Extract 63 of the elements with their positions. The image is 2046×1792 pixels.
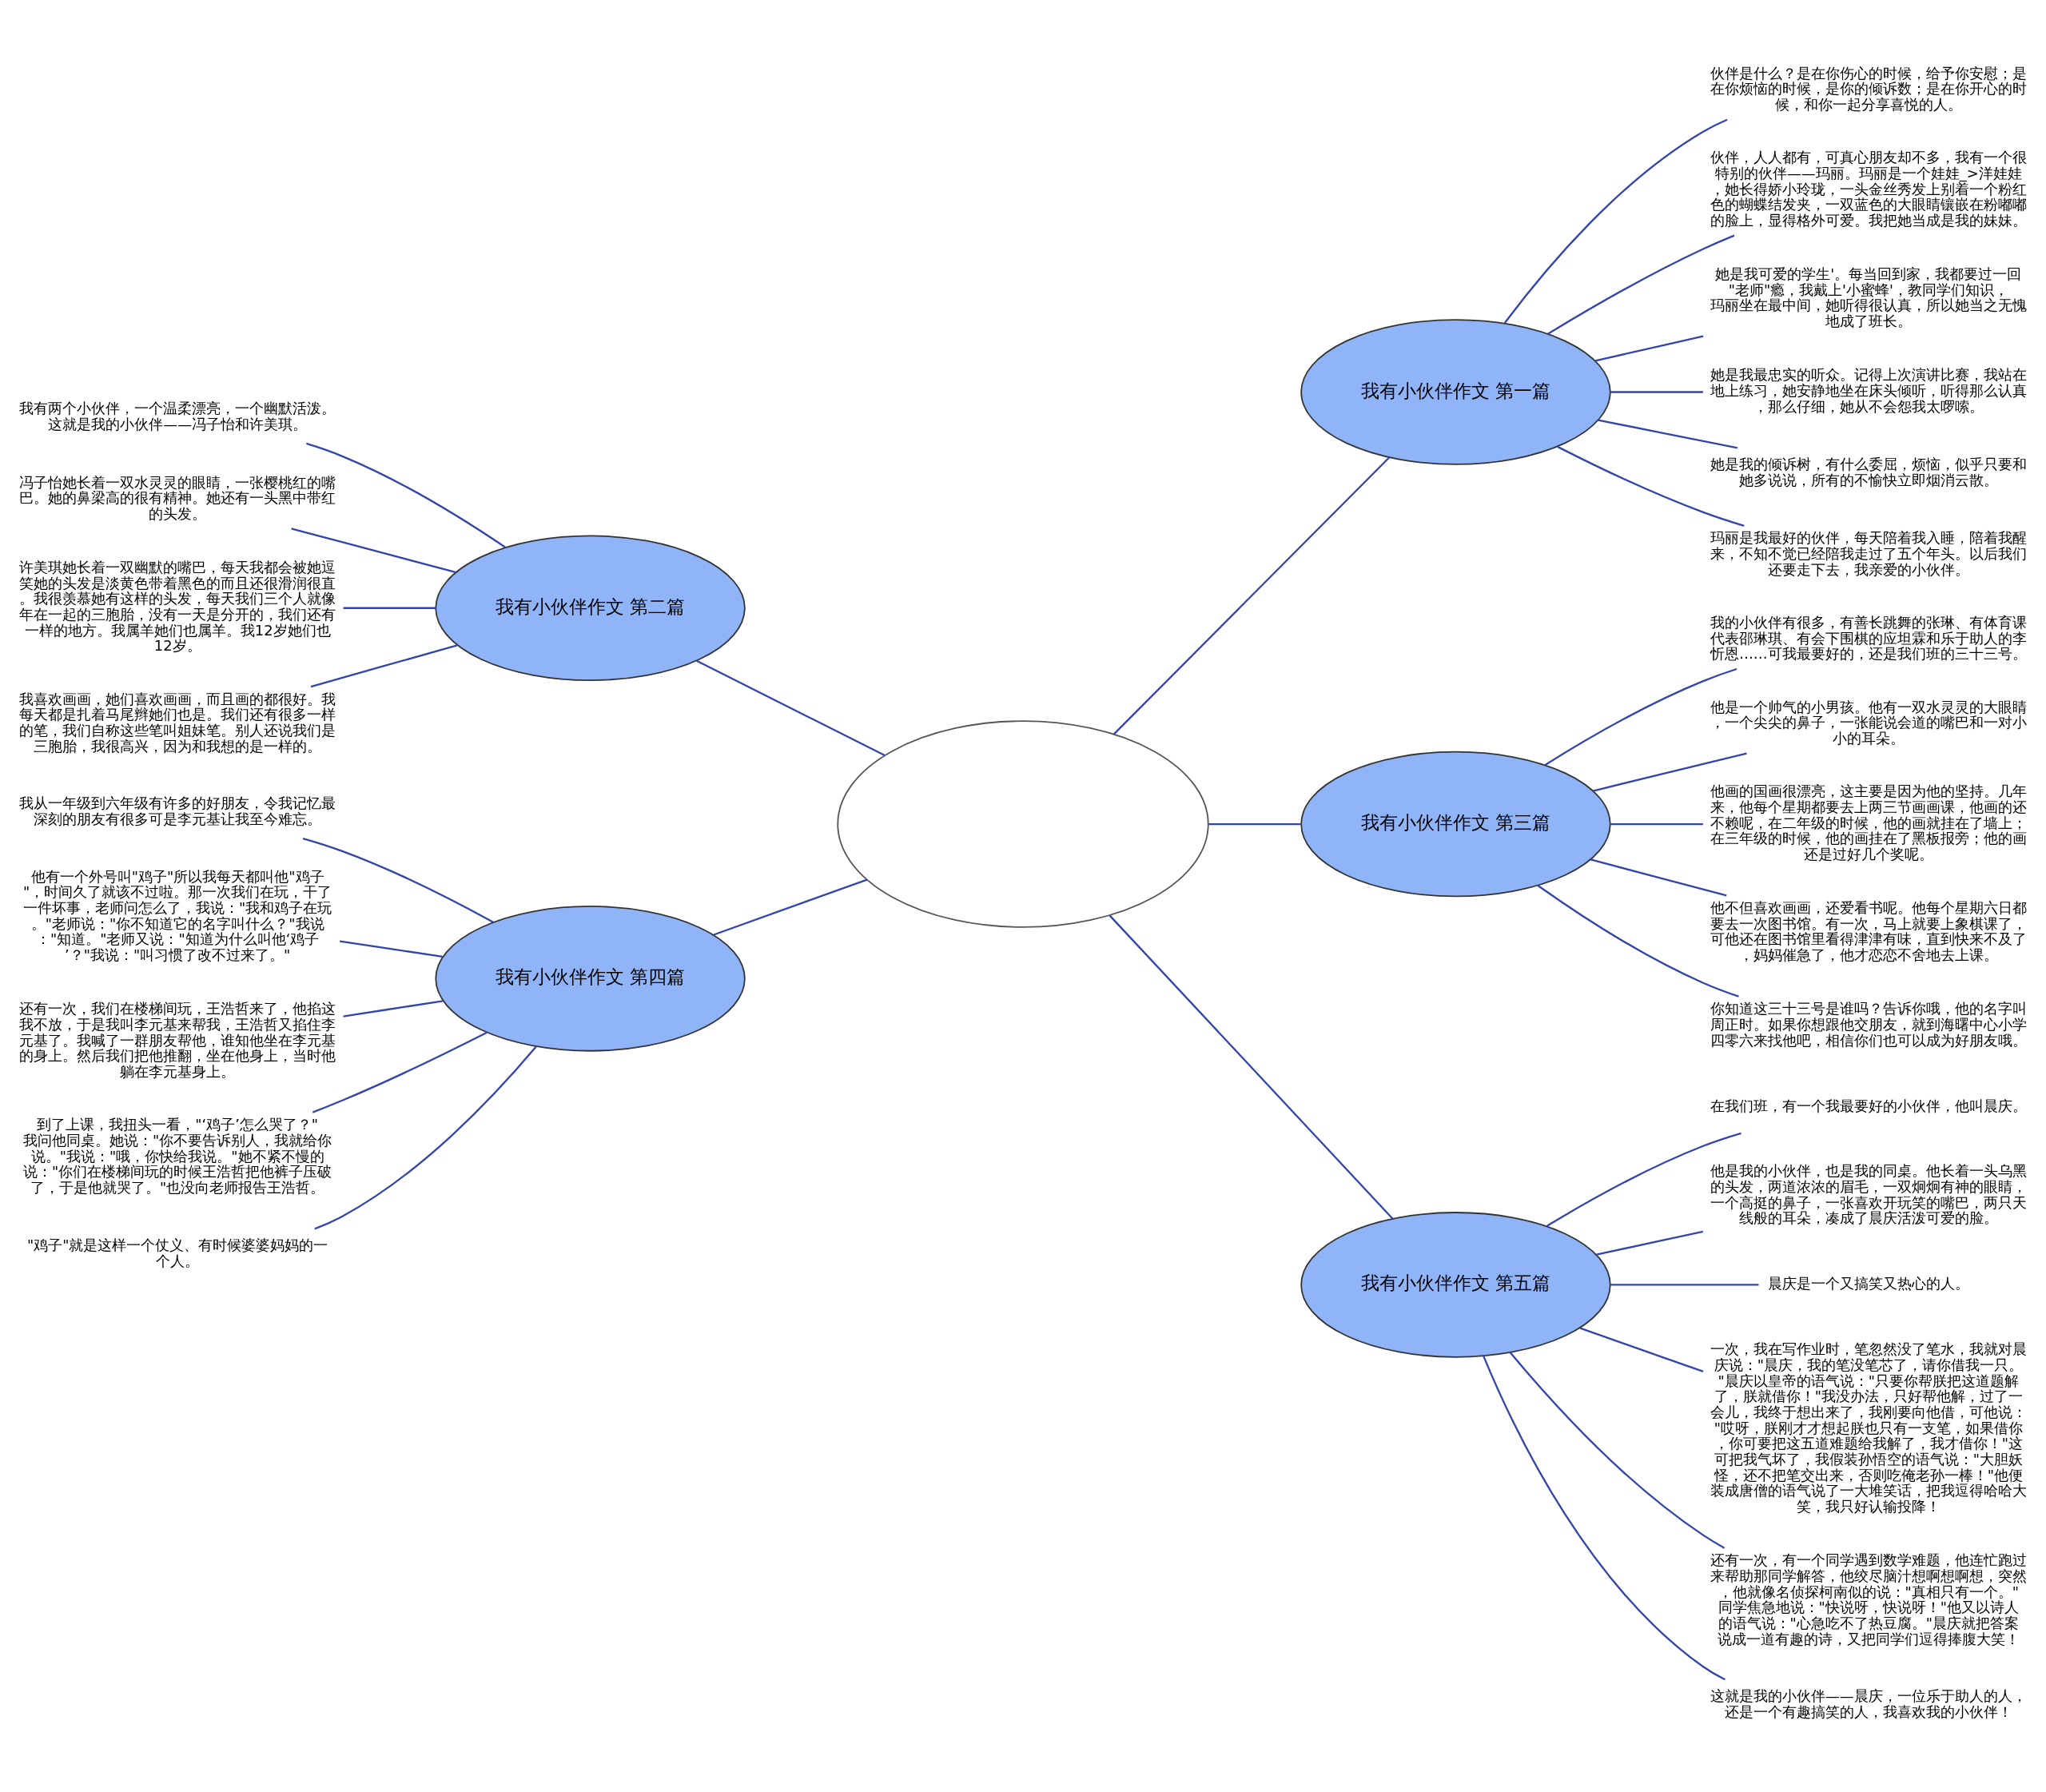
connector: [1509, 1352, 1726, 1549]
connector: [343, 607, 436, 609]
connector: [713, 878, 868, 936]
node-text: 还有一次，我们在楼梯间玩，王浩哲来了，他掐这我不放，于是我叫李元基来帮我，王浩哲又掐住李元基了。我喊了一群朋友帮他，谁知他坐在李元基的身上。然后我们把他推翻，坐在他身上，当时他躺在李元基身上。: [19, 1000, 336, 1080]
connector: [1593, 752, 1747, 792]
node-ellipse: 我有小伙伴作文 第三篇: [1300, 751, 1611, 898]
node-text: 他不但喜欢画画，还爱看书呢。他每个星期六日都要去一次图书馆。有一次，马上就要上象棋课了，可他还在图书馆里看得津津有味，直到快来不及了，妈妈催急了，他才恋恋不舍地去上课。: [1710, 899, 2027, 964]
node-text: 许美琪她长着一双幽默的嘴巴，每天我都会被她逗笑她的头发是淡黄色带着黑色的而且还很滑润很直。我很羡慕她有这样的头发，每天我们三个人就像年在一起的三胞胎，没有一天是分开的，我们还有一样的地方。我属羊她们也属羊。我12岁她们也12岁。: [19, 559, 336, 655]
node-text: 晨庆是一个又搞笑又热心的人。: [1767, 1274, 1969, 1292]
connector: [340, 940, 443, 958]
connector: [314, 1045, 537, 1230]
connector: [1594, 335, 1704, 362]
node-text: 伙伴是什么？是在你伤心的时候，给予你安慰；是在你烦恼的时候，是你的倾诉数；是在你开心的时候，和你一起分享喜悦的人。: [1710, 64, 2027, 113]
node-text: 还有一次，有一个同学遇到数学难题，他连忙跑过来帮助那同学解答，他绞尽脑汁想啊想啊想，突然，他就像名侦探柯南似的说："真相只有一个。"同学焦急地说："快说呀，快说呀！"他又以诗人的语气说："心急吃不了热豆腐。"晨庆就把答案说成一道有趣的诗，又把同学们逗得捧腹大笑！: [1710, 1551, 2027, 1647]
connector: [1546, 1132, 1741, 1227]
node-text: 到了上课，我扭头一看，"‘鸡子’怎么哭了？"我问他同桌。她说："你不要告诉别人，我就给你说。"我说："哦，你快给我说。"她不紧不慢的说："你们在楼梯间玩的时候王浩哲把他裤子压破了，于是他就哭了。"也没向老师报告王浩哲。: [23, 1116, 332, 1196]
node-text: 在我们班，有一个我最要好的小伙伴，他叫晨庆。: [1710, 1097, 2027, 1114]
connector: [302, 837, 494, 923]
connector: [312, 1031, 488, 1113]
connector: [1537, 884, 1739, 998]
node-text: 一次，我在写作业时，笔忽然没了笔水，我就对晨庆说："晨庆，我的笔没笔芯了，请你借我一只。"晨庆以皇帝的语气说："只要你帮朕把这道题解了，朕就借你！"我没办法，只好帮他解，过了一会儿，我终于想出来了，我刚要向他借，可他说："哎呀，朕刚才才想起朕也只有一支笔，如果借你，你可要把这五道难题给我解了，我才借你！"这可把我气坏了，我假装孙悟空的语气说："大胆妖怪，还不把笔交出来，否则吃俺老孙一棒！"他便装成唐僧的语气说了一大堆笑话，把我逗得哈哈大笑，我只好认输投降！: [1710, 1340, 2027, 1515]
connector: [1579, 1327, 1704, 1372]
node-text: 冯子怡她长着一双水灵灵的眼睛，一张樱桃红的嘴巴。她的鼻梁高的很有精神。她还有一头黑中带红的头发。: [19, 473, 336, 522]
node-text: 你知道这三十三号是谁吗？告诉你哦，他的名字叫周正时。如果你想跟他交朋友，就到海曙中心小学四零六来找他吧，相信你们也可以成为好朋友哦。: [1710, 1000, 2027, 1049]
node-text: 我从一年级到六年级有许多的好朋友，令我记忆最深刻的朋友有很多可是李元基让我至今难忘。: [19, 794, 336, 828]
connector: [1208, 822, 1301, 826]
connector: [695, 659, 886, 757]
node-text: 他是一个帅气的小男孩。他有一双水灵灵的大眼睛，一个尖尖的鼻子，一张能说会道的嘴巴和一对小小的耳朵。: [1710, 698, 2027, 747]
node-text: 我的小伙伴有很多，有善长跳舞的张琳、有体育课代表邵琳琪、有会下围棋的应坦霖和乐于助人的李忻恩……可我最要好的，还是我们班的三十三号。: [1710, 613, 2027, 663]
node-text: 玛丽是我最好的伙伴，每天陪着我入睡，陪着我醒来，不知不觉已经陪我走过了五个年头。以后我们还要走下去，我亲爱的小伙伴。: [1710, 529, 2027, 578]
node-text: 伙伴，人人都有，可真心朋友却不多，我有一个很特别的伙伴——玛丽。玛丽是一个娃娃_>洋娃娃，她长得娇小玲珑，一头金丝秀发上别着一个粉红色的蝴蝶结发夹，一双蓝色的大眼睛镶嵌在粉嘟嘟的脸上，显得格外可爱。我把她当成是我的妹妹。: [1710, 149, 2027, 229]
connector: [1610, 822, 1703, 826]
connector: [1610, 1284, 1759, 1286]
node-ellipse: 我有小伙伴作文 第五篇: [1300, 1212, 1611, 1358]
connector: [1503, 118, 1728, 324]
connector: [1547, 234, 1735, 335]
connector: [1113, 456, 1391, 735]
connector: [1483, 1355, 1726, 1681]
connector: [310, 644, 458, 688]
node-text: 他是我的小伙伴，也是我的同桌。他长着一头乌黑的头发，两道浓浓的眉毛，一双炯炯有神的眼睛，一个高挺的鼻子，一张喜欢开玩笑的嘴巴，两只天线般的耳朵，凑成了晨庆活泼可爱的脸。: [1710, 1162, 2027, 1227]
connector: [291, 528, 456, 574]
node-ellipse: 我有小伙伴作文 第二篇: [435, 535, 746, 682]
connector: [1590, 858, 1727, 897]
connector: [1610, 391, 1703, 393]
node-text: 我喜欢画画，她们喜欢画画，而且画的都很好。我每天都是扎着马尾辫她们也是。我们还有很多一样的笔，我们自称这些笔叫姐妹笔。别人还说我们是三胞胎，我很高兴，因为和我想的是一样的。: [19, 690, 336, 755]
connector: [343, 1000, 444, 1017]
node-text: 他画的国画很漂亮，这主要是因为他的坚持。几年来，他每个星期都要去上两三节画画课，他画的还不赖呢，在二年级的时候，他的画就挂在了墙上；在三年级的时候，他的画挂在了黑板报旁；他的画还是过好几个奖呢。: [1710, 783, 2027, 862]
node-text: 他有一个外号叫"鸡子"所以我每天都叫他"鸡子"，时间久了就该不过啦。那一次我们在玩，干了一件坏事，老师问怎么了，我说："我和鸡子在玩。"老师说："你不知道它的名字叫什么？"我说："知道。"老师又说："知道为什么叫他‘鸡子’？"我说："叫习惯了改不过来了。": [23, 867, 332, 964]
node-text: 她是我最忠实的听众。记得上次演讲比赛，我站在地上练习，她安静地坐在床头倾听，听得那么认真，那么仔细，她从不会怨我太啰嗦。: [1710, 366, 2027, 415]
node-cloud: [837, 720, 1209, 928]
connector: [1109, 914, 1394, 1220]
node-text: 她是我的倾诉树，有什么委屈，烦恼，似乎只要和她多说说，所有的不愉快立即烟消云散。: [1710, 456, 2027, 488]
node-text: 她是我可爱的学生'。每当回到家，我都要过一回"老师"瘾，我戴上'小蜜蜂'，教同学们知识，玛丽坐在最中间，她听得很认真，所以她当之无愧地成了班长。: [1710, 265, 2027, 330]
connector: [1544, 667, 1738, 766]
node-text: 我有两个小伙伴，一个温柔漂亮，一个幽默活泼。这就是我的小伙伴——冯子怡和许美琪。: [19, 400, 336, 433]
connector: [1557, 445, 1745, 527]
node-text: 这就是我的小伙伴——晨庆，一位乐于助人的人，还是一个有趣搞笑的人，我喜欢我的小伙伴！: [1710, 1687, 2027, 1720]
connector: [306, 442, 506, 548]
node-text: "鸡子"就是这样一个仗义、有时候婆婆妈妈的一个人。: [26, 1236, 328, 1270]
node-ellipse: 我有小伙伴作文 第一篇: [1300, 319, 1611, 465]
connector: [1598, 419, 1738, 449]
node-ellipse: 我有小伙伴作文 第四篇: [435, 906, 746, 1052]
connector: [1596, 1230, 1703, 1256]
